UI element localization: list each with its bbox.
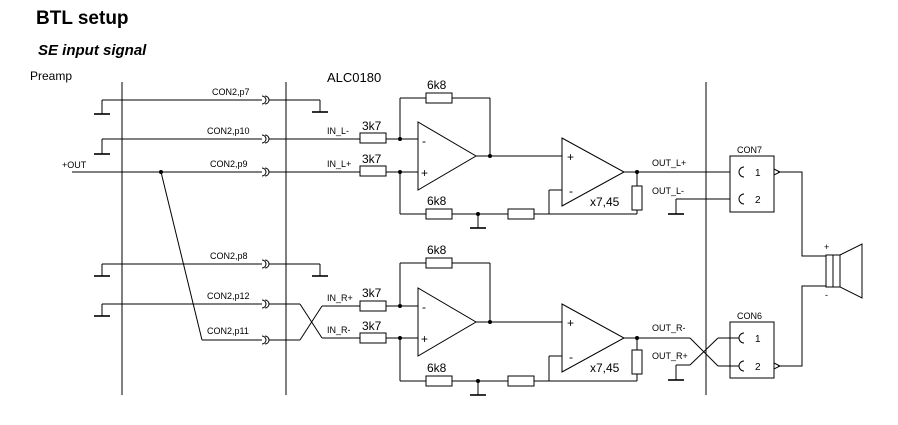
resistor-3k7-r-plus [359,300,387,312]
opamp-l2 [561,137,626,207]
opamp-r1 [417,287,477,357]
r-6k8-r-top-label: 6k8 [427,243,447,257]
con2-p12-label: CON2,p12 [207,291,250,301]
opamp-r2-plus: + [567,316,574,330]
r-6k8-l-top-label: 6k8 [427,78,447,92]
page-title: BTL setup [36,8,129,29]
resistor-6k8-bias-l [425,208,453,220]
opamp-l1-minus: - [422,134,426,148]
out-plus-label: +OUT [62,160,87,170]
opamp-r1-minus: - [422,300,426,314]
chip-label: ALC0180 [327,70,381,85]
row-con2-p9 [72,167,360,177]
in-l-plus-label: IN_L+ [327,159,351,169]
resistor-output-r [631,349,643,375]
con2-p10-label: CON2,p10 [207,126,250,136]
out-r-plus-label: OUT_R+ [652,351,688,361]
con6-pin1: 1 [755,334,761,345]
opamp-r1-plus: + [421,332,428,346]
resistor-6k8-feedback-r [425,257,453,269]
r-6k8-l-bottom-label: 6k8 [427,194,447,208]
connector-con7 [729,155,775,213]
r-3k7-r-minus-label: 3k7 [362,319,382,333]
out-l-plus-label: OUT_L+ [652,158,686,168]
resistor-3k7-l-plus [359,165,387,177]
con7-pin2: 2 [755,195,761,206]
resistor-gain-r [507,375,535,387]
speaker-plus-label: + [824,242,829,252]
row-con2-p7 [94,95,328,115]
r-3k7-l-plus-label: 3k7 [362,152,382,166]
r-3k7-l-minus-label: 3k7 [362,119,382,133]
resistor-3k7-r-minus [359,332,387,344]
resistor-gain-l [507,208,535,220]
con2-p7-label: CON2,p7 [212,87,250,97]
in-r-minus-label: IN_R- [327,325,351,335]
con6-label: CON6 [737,311,762,321]
resistor-6k8-bias-r [425,375,453,387]
gain-l-label: x7,45 [590,195,620,209]
r-3k7-r-plus-label: 3k7 [362,286,382,300]
con7-pin1: 1 [755,168,761,179]
gain-r-label: x7,45 [590,361,620,375]
speaker-icon [773,168,863,370]
in-l-minus-label: IN_L- [327,126,349,136]
page-subtitle: SE input signal [38,42,147,59]
in-r-plus-label: IN_R+ [327,293,353,303]
con2-p11-label: CON2,p11 [207,326,249,336]
r-6k8-r-bottom-label: 6k8 [427,361,447,375]
left-channel-amp [359,92,730,229]
resistor-output-l [631,185,643,211]
right-channel-amp [359,257,736,396]
row-con2-p10 [94,134,360,155]
opamp-l1-plus: + [421,166,428,180]
out-l-minus-label: OUT_L- [652,186,684,196]
row-con2-p8 [94,259,328,277]
con2-p8-label: CON2,p8 [210,251,248,261]
con6-pin2: 2 [755,362,761,373]
opamp-l2-minus: - [569,184,573,198]
opamp-r2-minus: - [569,350,573,364]
con7-label: CON7 [737,145,762,155]
opamp-l1 [417,121,477,191]
resistor-3k7-l-minus [359,132,387,144]
resistor-6k8-feedback-l [425,92,453,104]
opamp-r2 [561,303,626,373]
input-crossover [269,303,360,341]
speaker-minus-label: - [825,290,828,300]
opamp-l2-plus: + [567,150,574,164]
row-con2-p12 [94,299,270,317]
preamp-label: Preamp [30,69,72,83]
out-r-minus-label: OUT_R- [652,323,686,333]
con2-p9-label: CON2,p9 [210,159,248,169]
connector-con6 [729,321,775,379]
